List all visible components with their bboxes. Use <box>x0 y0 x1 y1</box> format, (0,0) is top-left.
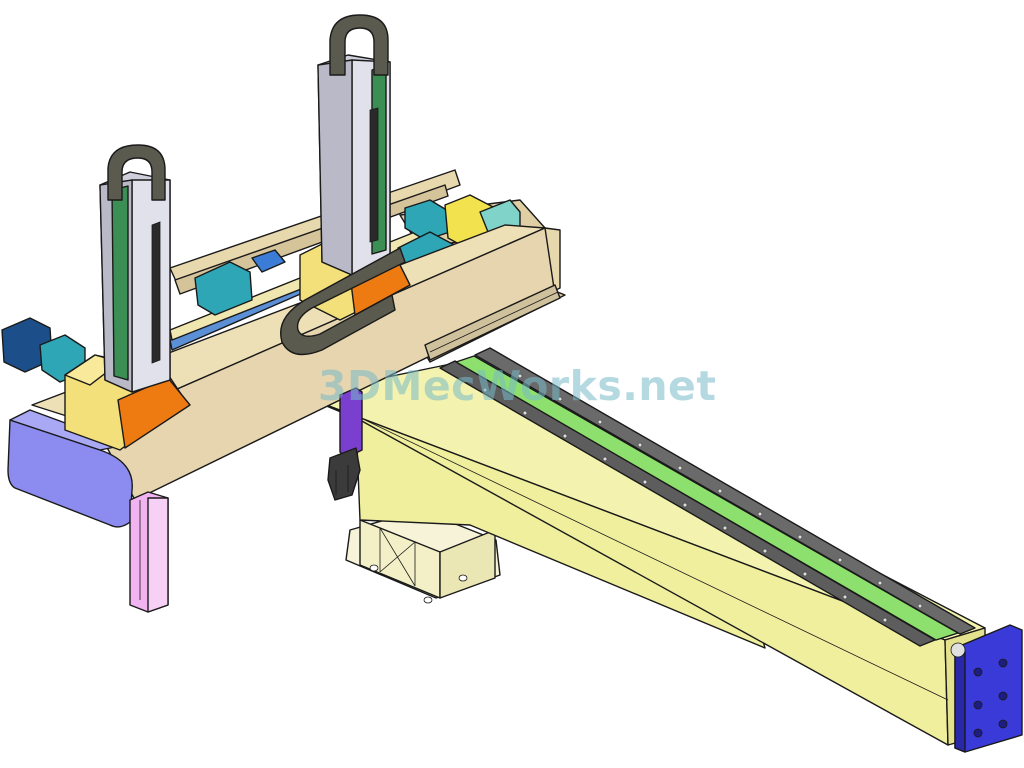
drag-chain-loop <box>280 247 406 356</box>
z-axis-arm-left <box>129 491 169 613</box>
gripper-arm <box>327 387 363 501</box>
cable-chain-right <box>329 14 389 76</box>
pedestal-mount <box>345 509 501 604</box>
cable-chain-left <box>107 144 166 201</box>
left-vertical-column <box>99 144 171 393</box>
end-plate <box>950 624 1023 753</box>
motor-left <box>1 317 86 383</box>
drive-belt <box>455 355 959 641</box>
motor-rear-left <box>194 261 253 316</box>
gripper-fingers <box>327 447 361 501</box>
right-vertical-column <box>317 14 391 276</box>
linear-guide-rails <box>439 347 976 647</box>
